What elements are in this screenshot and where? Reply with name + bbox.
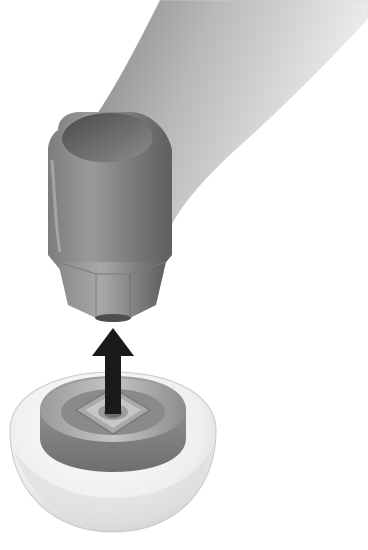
tool-handle <box>48 0 368 272</box>
tool-socket <box>58 262 166 322</box>
